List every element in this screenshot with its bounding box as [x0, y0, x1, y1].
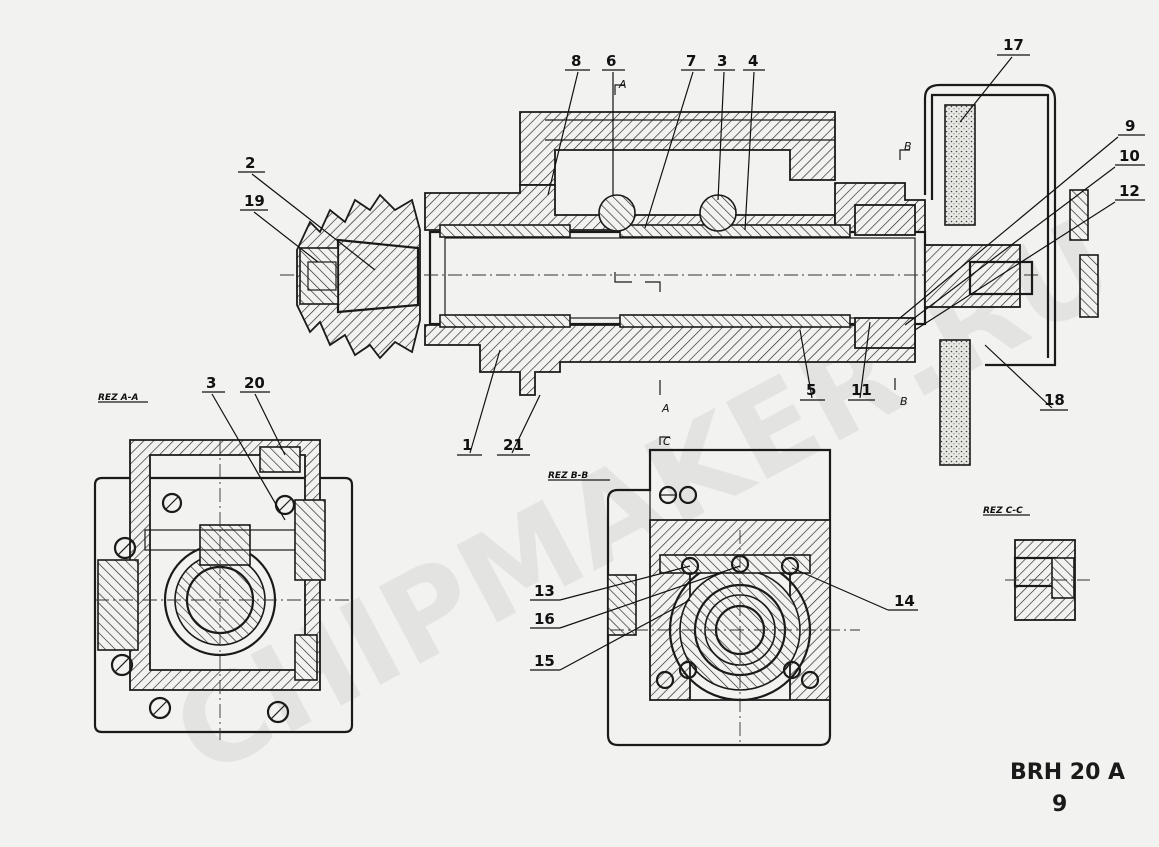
main-section-view — [280, 83, 1099, 466]
label-7: 7 — [686, 52, 696, 70]
label-11: 11 — [851, 381, 872, 399]
cut-mark-c: C — [663, 435, 671, 448]
label-21: 21 — [503, 436, 524, 454]
section-title-bb: REZ B-B — [548, 471, 588, 481]
cut-mark-b-bottom: B — [900, 395, 908, 408]
section-titles: REZ A-A REZ B-B REZ C-C — [98, 393, 1030, 516]
label-9: 9 — [1125, 117, 1135, 135]
section-cc-view — [1005, 539, 1090, 621]
label-3-section-aa: 3 — [206, 374, 216, 392]
sheet-number: 9 — [1052, 792, 1067, 817]
section-title-aa: REZ A-A — [98, 393, 138, 403]
section-bb-view — [606, 436, 860, 747]
label-15: 15 — [534, 652, 555, 670]
label-8: 8 — [571, 52, 581, 70]
label-17: 17 — [1003, 36, 1024, 54]
label-19: 19 — [244, 192, 265, 210]
section-title-cc: REZ C-C — [983, 506, 1023, 516]
section-aa-view — [93, 439, 354, 740]
label-13: 13 — [534, 582, 555, 600]
title-block: BRH 20 A 9 — [1010, 760, 1125, 817]
label-18: 18 — [1044, 391, 1065, 409]
label-3-main: 3 — [717, 52, 727, 70]
cut-mark-a-top: A — [618, 78, 627, 91]
cut-mark-b-top: B — [904, 140, 912, 153]
label-1: 1 — [462, 436, 472, 454]
label-2: 2 — [245, 154, 255, 172]
label-4: 4 — [748, 52, 758, 70]
label-16: 16 — [534, 610, 555, 628]
label-14: 14 — [894, 592, 915, 610]
drawing-code: BRH 20 A — [1010, 760, 1125, 785]
label-5: 5 — [806, 381, 816, 399]
label-12: 12 — [1119, 182, 1140, 200]
label-20: 20 — [244, 374, 265, 392]
label-10: 10 — [1119, 147, 1140, 165]
cut-mark-a-bottom: A — [661, 402, 670, 415]
cut-marks: A A B B C — [618, 78, 912, 448]
part-callouts: 8 6 7 3 4 17 9 10 12 2 19 1 21 — [202, 36, 1145, 671]
label-6: 6 — [606, 52, 616, 70]
